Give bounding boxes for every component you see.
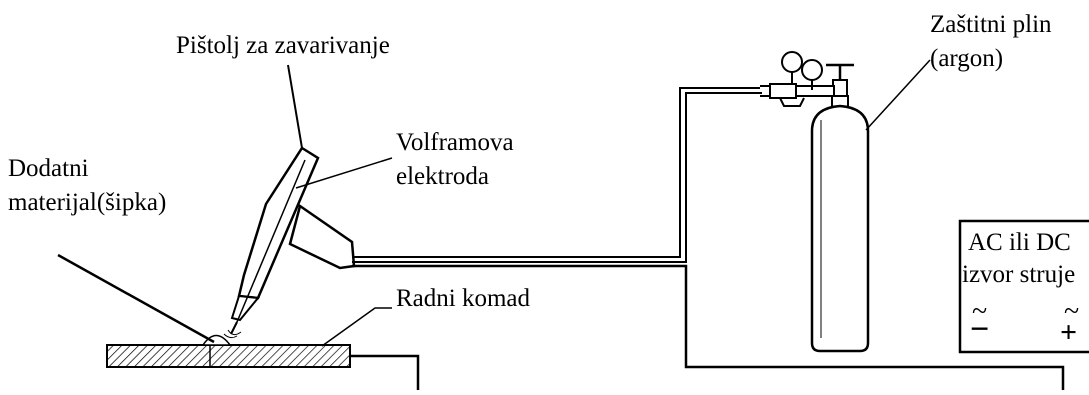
torch-label: Pištolj za zavarivanje [176,32,390,59]
plus-terminal-tilde: ~ [1064,296,1079,327]
gas-regulator [760,51,835,107]
power-label-line1: AC ili DC [968,229,1071,256]
gas-hose [352,87,760,258]
electrode-label-line1: Volframova [396,129,514,156]
power-source-box [958,219,1089,354]
filler-rod [57,253,215,344]
electrode-leader [295,157,393,189]
weld-pool [201,334,232,346]
minus-terminal: − [970,311,989,348]
power-label-line2: izvor struje [962,261,1075,288]
workpiece [106,334,351,368]
gas-cylinder [810,63,870,353]
workpiece-cable [350,354,420,390]
workpiece-label: Radni komad [396,285,531,312]
torch-power-cable [352,264,1065,390]
filler-label-line1: Dodatni [8,155,89,182]
torch-leader [287,64,303,149]
gas-leader [865,59,931,131]
gas-label-line2: (argon) [930,45,1003,72]
welding-torch [223,146,356,339]
workpiece-leader [321,307,392,347]
plus-terminal: + [1060,316,1077,349]
gas-label-line1: Zaštitni plin [930,11,1052,38]
electrode-label-line2: elektroda [396,163,489,190]
filler-label-line2: materijal(šipka) [8,189,166,216]
minus-terminal-tilde: ~ [972,296,987,327]
